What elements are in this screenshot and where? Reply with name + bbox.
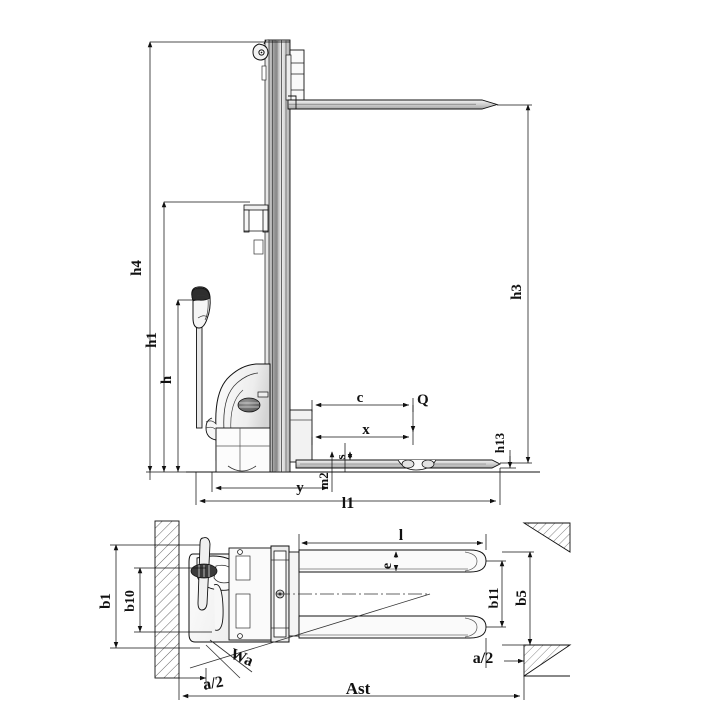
dim-label-h1: h1: [144, 332, 160, 348]
dim-label-a2-right: a/2: [473, 650, 493, 667]
dim-label-Q: Q: [417, 392, 429, 408]
dim-label-s: s: [333, 454, 348, 459]
wall-left: [154, 520, 180, 679]
tiller-head-top: [191, 287, 211, 302]
dim-label-e: e: [380, 563, 395, 569]
fork-backrest-lower: [289, 409, 313, 463]
turning-radius-geometry: [189, 593, 431, 679]
hub-detail: [237, 397, 261, 413]
mast-bracket-top: [257, 391, 269, 398]
mast-chain-slot: [261, 65, 267, 81]
dim-label-l: l: [399, 527, 404, 544]
battery-compartment: [215, 427, 271, 473]
side-dimension-lines: [146, 41, 532, 505]
drive-wheel-plan: [213, 584, 224, 631]
dim-label-b1: b1: [98, 593, 114, 609]
wall-right-lower: [523, 644, 572, 677]
side-dimension-labels: h4 h1 h h3 h13 c Q x s m2 y l1: [129, 260, 525, 512]
chassis-contour-1: [223, 372, 259, 431]
mast-head-pulley: [252, 39, 269, 61]
dim-label-b5: b5: [514, 590, 530, 606]
forks-raised: [287, 95, 499, 110]
truck-body: [191, 204, 271, 473]
fork-carriage-raised: [285, 49, 305, 106]
plan-view: b1 b10 b11 b5 l e Wa a/2 a/2 Ast: [98, 520, 572, 700]
plan-dimension-labels: b1 b10 b11 b5 l e Wa a/2 a/2 Ast: [98, 527, 530, 698]
dim-label-h: h: [159, 375, 175, 384]
dim-label-y: y: [296, 480, 304, 496]
mast-assembly: [252, 39, 499, 473]
forks-plan: [276, 549, 487, 639]
chassis-contour-2: [230, 389, 244, 433]
mast-mount-bracket: [243, 204, 269, 255]
dim-label-c: c: [357, 390, 364, 406]
truck-plan-body: [188, 537, 300, 643]
wall-right-upper: [522, 522, 571, 553]
dim-label-h3: h3: [509, 284, 525, 300]
dim-label-x: x: [362, 422, 370, 438]
dim-label-a2-left: a/2: [202, 673, 225, 693]
dim-label-b10: b10: [123, 590, 138, 612]
plan-dimension-lines: [110, 534, 534, 700]
side-elevation-view: h4 h1 h h3 h13 c Q x s m2 y l1: [129, 39, 540, 512]
dim-label-l1: l1: [342, 495, 354, 512]
tiller-shaft: [196, 317, 203, 429]
mast-outer-channel: [267, 39, 291, 473]
load-wheel-bogie: [397, 459, 437, 471]
dim-label-m2: m2: [316, 472, 331, 489]
dim-label-Ast: Ast: [346, 679, 371, 698]
dim-label-h13: h13: [492, 432, 507, 453]
drive-wheel-outline: [227, 465, 257, 472]
tiller-arm: [191, 286, 211, 429]
dim-label-b11: b11: [487, 587, 502, 608]
dim-label-h4: h4: [129, 260, 145, 276]
forks-lowered: [289, 409, 502, 471]
